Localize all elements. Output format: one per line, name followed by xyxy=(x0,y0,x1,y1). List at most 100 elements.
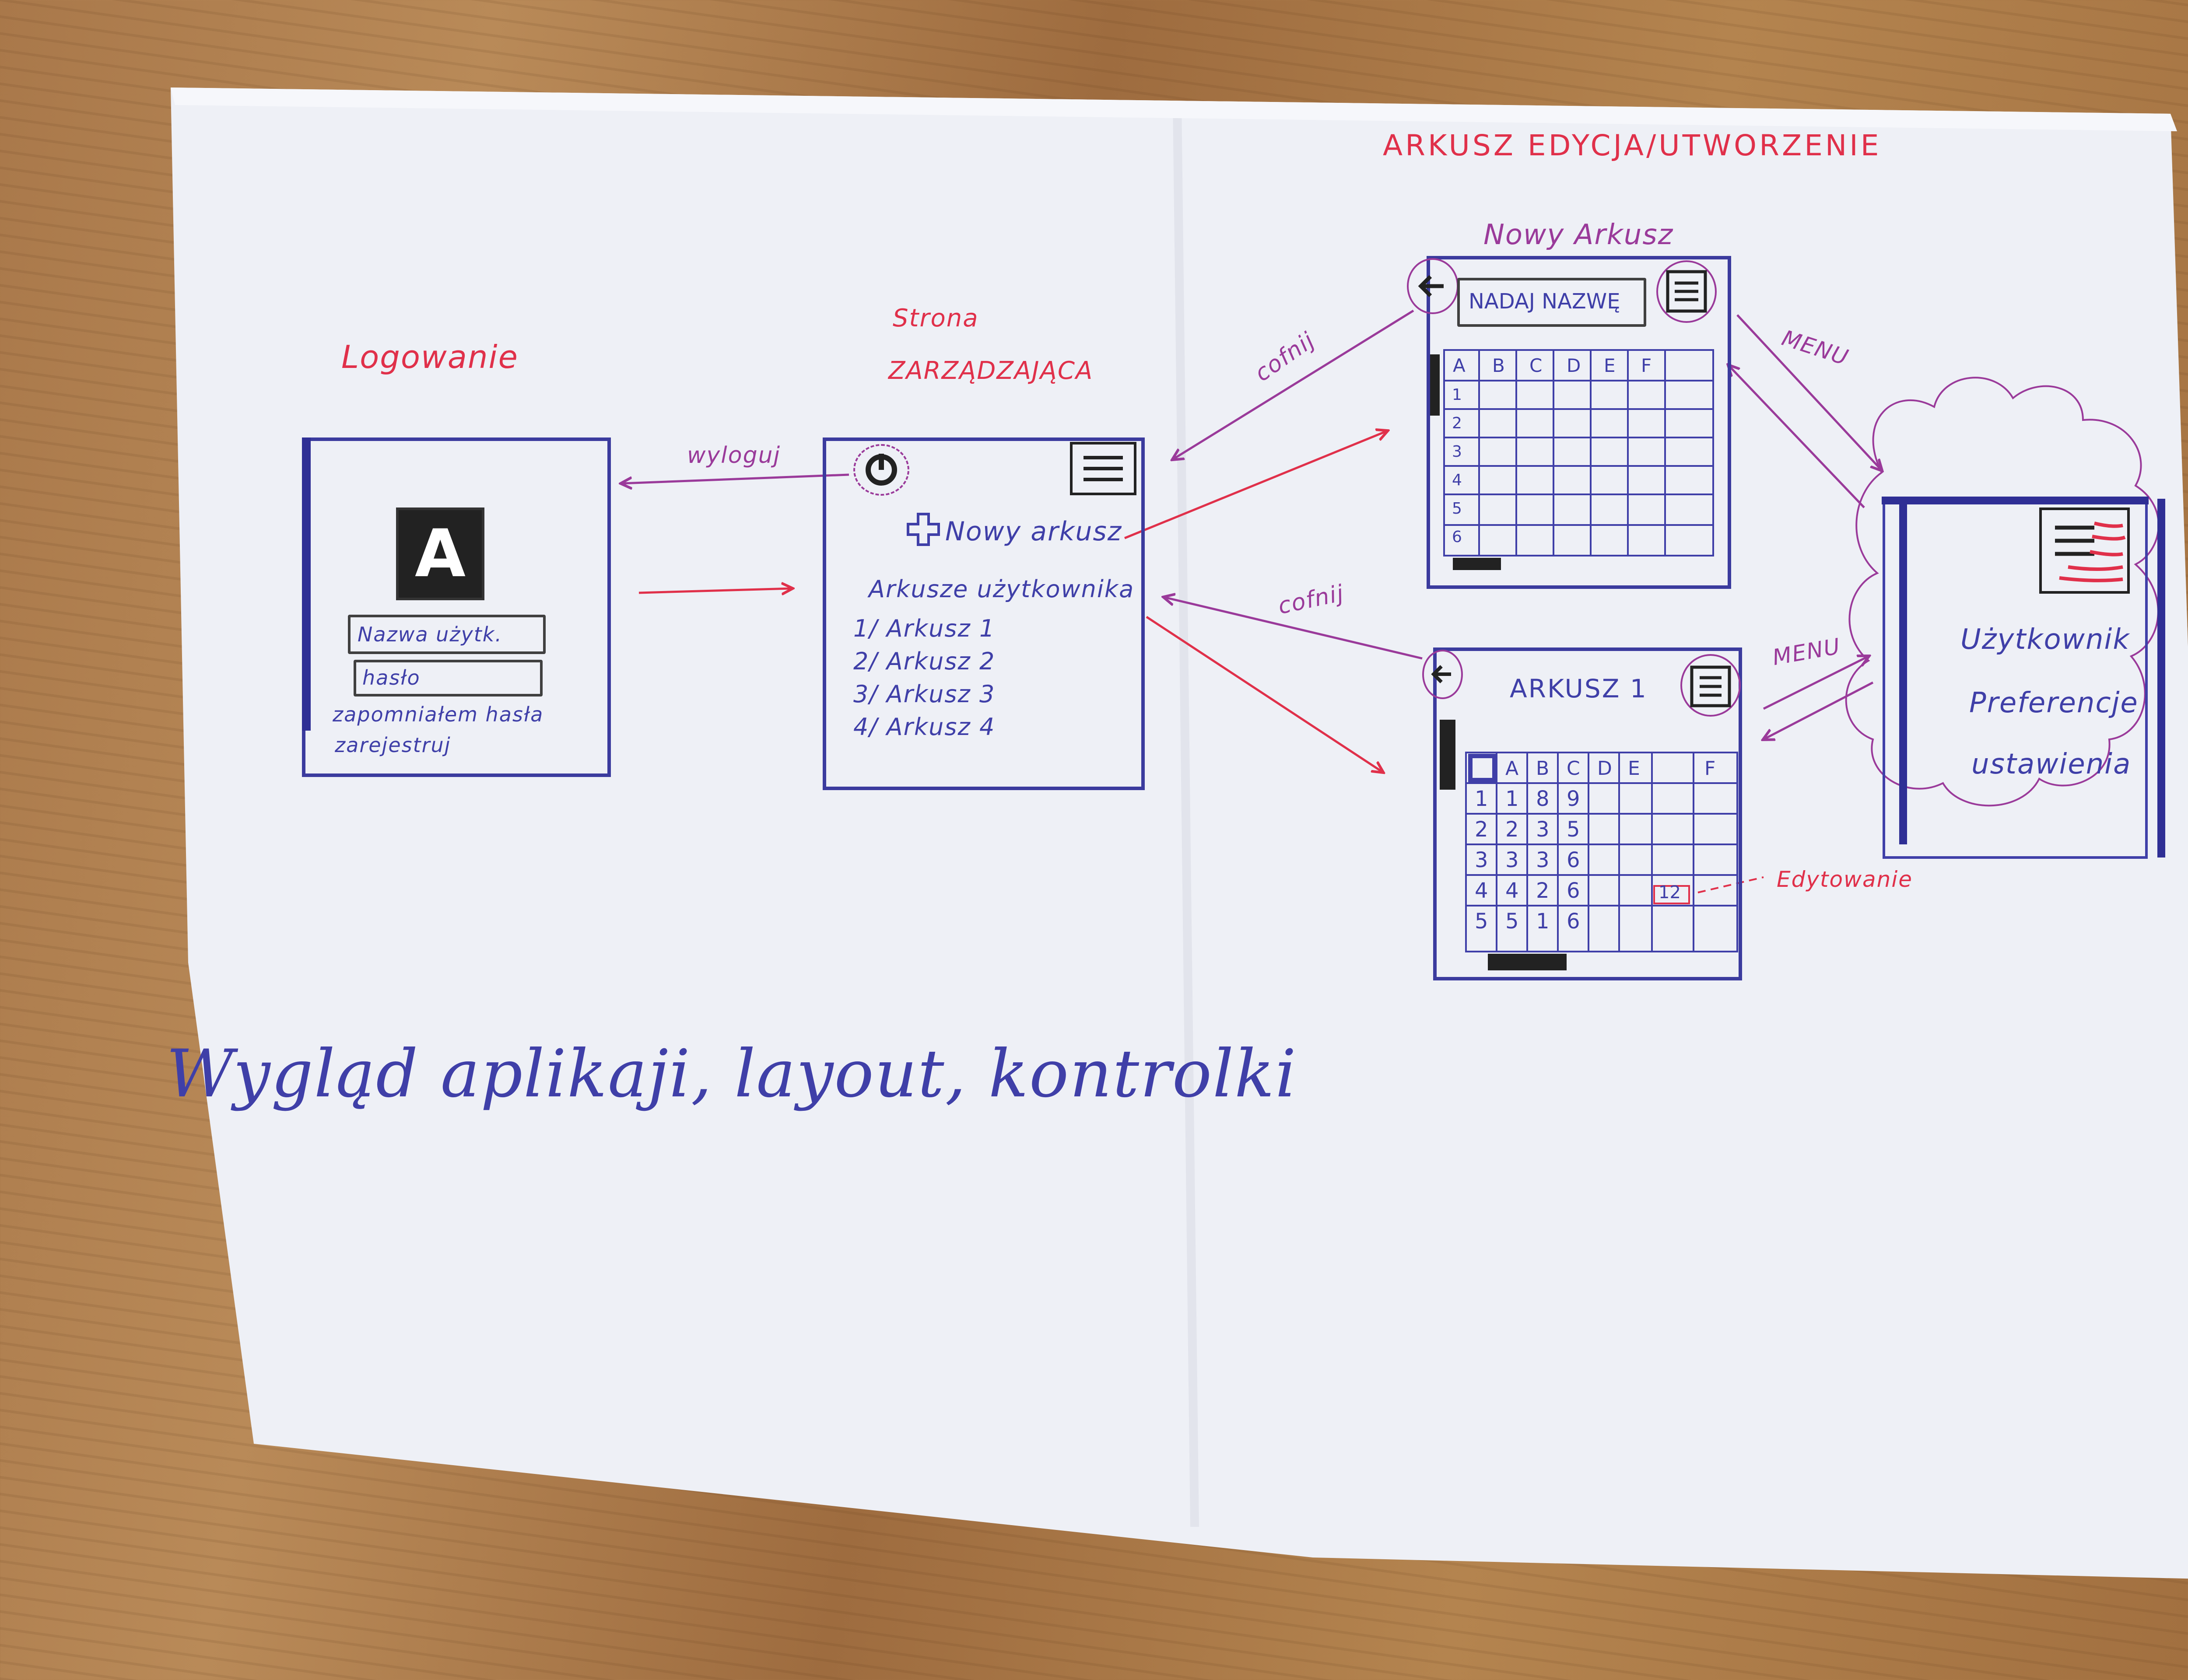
sheet-name-field[interactable]: NADAJ NAZWĘ xyxy=(1457,278,1646,327)
sheet-name-placeholder: NADAJ NAZWĘ xyxy=(1469,289,1620,314)
table-cell[interactable]: 1 xyxy=(1475,787,1488,811)
logout-arrow xyxy=(621,473,849,483)
edit-pointer xyxy=(1697,876,1764,893)
menu-item-user[interactable]: Użytkownik xyxy=(1960,623,2130,656)
table-cell[interactable]: 8 xyxy=(1536,787,1550,811)
row-header: 1 xyxy=(1452,386,1462,404)
table-cell[interactable]: 6 xyxy=(1567,878,1580,903)
vertical-scrollbar xyxy=(1430,354,1440,416)
menu-return-arrow-bottom xyxy=(1764,681,1874,739)
power-icon-glyph xyxy=(866,454,897,486)
new-sheet-screen xyxy=(1427,256,1731,589)
edited-cell[interactable]: 12 xyxy=(1659,882,1681,903)
sheet1-screen xyxy=(1433,648,1742,980)
table-cell[interactable]: 5 xyxy=(1567,817,1580,842)
table-cell[interactable]: 4 xyxy=(1475,878,1488,903)
user-sheets-heading: Arkusze użytkownika xyxy=(869,575,1135,603)
menu-item-settings[interactable]: ustawienia xyxy=(1971,748,2132,780)
menu-icon[interactable] xyxy=(1070,442,1136,495)
plus-icon-glyph xyxy=(907,513,940,546)
register-link[interactable]: zarejestruj xyxy=(335,733,451,757)
vertical-scrollbar xyxy=(1440,720,1455,790)
table-cell[interactable]: 6 xyxy=(1567,848,1580,872)
login-screen-edge xyxy=(302,438,311,731)
new-sheet-title: Nowy Arkusz xyxy=(1483,219,1674,251)
menu-icon-glyph xyxy=(1690,665,1731,707)
new-sheet-button[interactable]: Nowy arkusz xyxy=(945,516,1122,547)
back-arrow-glyph xyxy=(1431,665,1451,683)
menu-arrow-top xyxy=(1736,314,1882,470)
manage-title-line1: Strona xyxy=(893,304,979,332)
power-icon[interactable] xyxy=(853,444,909,496)
forgot-password-link[interactable]: zapomniałem hasła xyxy=(333,703,544,726)
username-placeholder: Nazwa użytk. xyxy=(358,623,502,646)
login-arrow xyxy=(638,588,792,593)
column-header: C xyxy=(1529,355,1543,376)
row-header: 6 xyxy=(1452,528,1462,546)
app-logo-icon: A xyxy=(396,508,484,600)
logout-label: wyloguj xyxy=(687,442,781,469)
sheet-list-item[interactable]: 2/ Arkusz 2 xyxy=(853,648,996,675)
column-header: E xyxy=(1604,355,1616,376)
table-cell[interactable]: 5 xyxy=(1505,909,1519,934)
sheet1-title: ARKUSZ 1 xyxy=(1510,674,1648,704)
menu-open-glyph xyxy=(2055,522,2126,582)
back-arrow-icon[interactable] xyxy=(1422,650,1463,699)
menu-icon[interactable] xyxy=(1680,654,1741,717)
edited-cell-highlight xyxy=(1653,885,1690,904)
editing-label: Edytowanie xyxy=(1777,867,1913,892)
table-cell[interactable]: 2 xyxy=(1475,817,1488,842)
table-cell[interactable]: 5 xyxy=(1475,909,1488,934)
horizontal-scrollbar xyxy=(1488,954,1567,970)
table-cell[interactable]: 3 xyxy=(1536,848,1550,872)
table-cell[interactable]: 3 xyxy=(1475,848,1488,872)
sheet-list-item[interactable]: 1/ Arkusz 1 xyxy=(853,615,996,642)
plus-icon[interactable] xyxy=(906,512,941,547)
row-header: 2 xyxy=(1452,414,1462,432)
table-cell[interactable]: 2 xyxy=(1505,817,1519,842)
table-cell[interactable]: 2 xyxy=(1536,878,1550,903)
row-header: 4 xyxy=(1452,471,1462,489)
back-arrow-bottom xyxy=(1164,597,1423,660)
sheet-list-item[interactable]: 4/ Arkusz 4 xyxy=(853,713,996,741)
table-cell[interactable]: 6 xyxy=(1567,909,1580,934)
password-field[interactable]: hasło xyxy=(354,660,543,696)
manage-title-line2: ZARZĄDZAJĄCA xyxy=(888,357,1094,385)
column-header: D xyxy=(1597,757,1612,780)
table-cell[interactable]: 9 xyxy=(1567,787,1580,811)
menu-icon[interactable] xyxy=(1656,260,1717,323)
menu-return-arrow-top xyxy=(1729,365,1865,508)
username-field[interactable]: Nazwa użytk. xyxy=(348,615,546,654)
back-arrow-glyph xyxy=(1418,275,1444,298)
column-header: B xyxy=(1536,757,1550,780)
table-cell[interactable]: 3 xyxy=(1505,848,1519,872)
select-all-corner xyxy=(1468,754,1497,782)
page-caption: Wygląd aplikaji, layout, kontrolki xyxy=(166,1036,1297,1112)
row-header: 5 xyxy=(1452,500,1462,518)
column-header: A xyxy=(1505,757,1519,780)
menu-open-icon[interactable] xyxy=(2039,508,2130,594)
password-placeholder: hasło xyxy=(362,666,421,690)
column-header: F xyxy=(1641,355,1652,376)
column-header: D xyxy=(1567,355,1581,376)
table-cell[interactable]: 3 xyxy=(1536,817,1550,842)
menu-arrow-bottom xyxy=(1763,656,1869,710)
menu-icon-glyph xyxy=(1666,270,1707,313)
sheet-list-item[interactable]: 3/ Arkusz 3 xyxy=(853,680,996,708)
logo-letter: A xyxy=(414,516,466,592)
table-cell[interactable]: 1 xyxy=(1536,909,1550,934)
column-header: C xyxy=(1567,757,1580,780)
table-cell[interactable]: 1 xyxy=(1505,787,1519,811)
table-cell[interactable]: 4 xyxy=(1505,878,1519,903)
menu-item-preferences[interactable]: Preferencje xyxy=(1969,687,2139,719)
column-header: A xyxy=(1453,355,1466,376)
row-header: 3 xyxy=(1452,443,1462,461)
horizontal-scrollbar xyxy=(1453,558,1501,570)
back-arrow-top xyxy=(1173,309,1414,459)
column-header: B xyxy=(1492,355,1505,376)
edit-section-title: ARKUSZ EDYCJA/UTWORZENIE xyxy=(1383,129,1882,162)
